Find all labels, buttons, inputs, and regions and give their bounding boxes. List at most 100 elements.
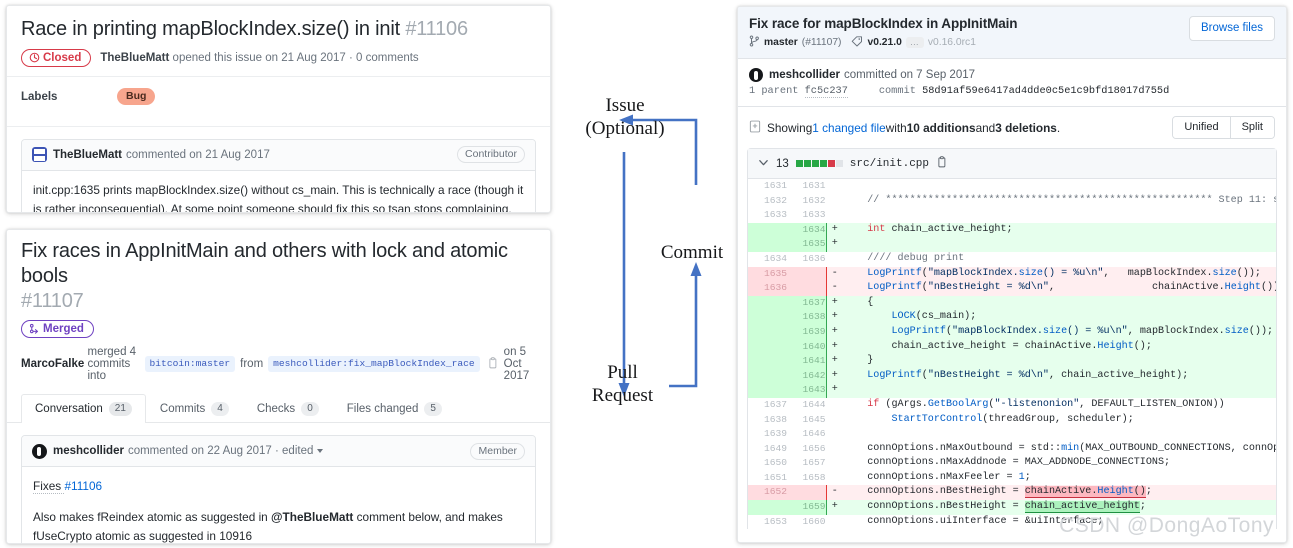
comment-paragraph-2: Also makes fReindex atomic as suggested …	[33, 508, 524, 543]
browse-files-button[interactable]: Browse files	[1189, 16, 1275, 41]
tab-checks[interactable]: Checks 0	[243, 394, 333, 423]
diff-sign	[826, 413, 843, 428]
commit-sha[interactable]: 58d91af59e6417ad4dde0c5e1c9bfd18017d755d	[922, 85, 1170, 97]
tag-primary[interactable]: v0.21.0	[867, 37, 902, 48]
diff-code: if (gArgs.GetBoolArg("-listenonion", DEF…	[867, 398, 1225, 410]
pr-number: #11107	[21, 290, 84, 312]
line-number-old: 1651	[748, 470, 787, 486]
line-number-new: 1633	[787, 208, 826, 223]
line-number-new: 1631	[787, 179, 826, 194]
line-number-old	[748, 295, 787, 311]
line-number-new: 1659	[787, 500, 827, 515]
tab-commits[interactable]: Commits 4	[146, 394, 243, 423]
diff-code	[843, 208, 1276, 223]
role-badge: Contributor	[457, 146, 525, 163]
tab-count: 5	[424, 402, 442, 416]
diff-summary-row: Showing 1 changed file with 10 additions…	[738, 107, 1286, 148]
diff-line-del: 1652- connOptions.nBestHeight = chainAct…	[748, 485, 1276, 501]
issue-link[interactable]: #11106	[64, 479, 103, 493]
line-number-old: 1637	[748, 397, 787, 413]
line-number-new: 1640	[787, 339, 827, 355]
tag-more-button[interactable]: …	[905, 37, 924, 48]
view-split-button[interactable]: Split	[1229, 117, 1274, 138]
diff-sign	[826, 442, 843, 457]
diff-sign	[826, 427, 843, 442]
file-diff-icon	[749, 120, 761, 136]
pr-merge-line: MarcoFalke merged 4 commits into bitcoin…	[21, 346, 536, 382]
pr-state-row: Merged	[21, 320, 536, 339]
diff-sign: -	[826, 266, 843, 282]
line-number-new	[787, 281, 827, 296]
mention-link[interactable]: @TheBlueMatt	[271, 510, 354, 524]
commit-branch[interactable]: master	[764, 37, 798, 48]
comment-paragraph-1: Fixes #11106	[33, 477, 524, 496]
line-number-new: 1638	[787, 310, 827, 325]
changed-file-link[interactable]: 1 changed file	[812, 120, 886, 135]
line-number-old	[748, 222, 787, 238]
issue-panel: Race in printing mapBlockIndex.size() in…	[6, 5, 551, 213]
diff-code: chain_active_height = chainActive.Height…	[843, 339, 1276, 355]
pr-state-badge: Merged	[21, 320, 94, 338]
tab-conversation[interactable]: Conversation 21	[21, 394, 146, 423]
line-number-new: 1646	[787, 427, 826, 442]
view-unified-button[interactable]: Unified	[1173, 117, 1230, 138]
issue-title: Race in printing mapBlockIndex.size() in…	[21, 16, 536, 42]
flow-diagram: Issue (Optional) Commit Pull Request	[556, 0, 732, 548]
line-number-old: 1632	[748, 193, 787, 209]
diff-sign	[826, 179, 843, 194]
diff-line-add: 1659+ connOptions.nBestHeight = chain_ac…	[748, 500, 1276, 515]
line-number-new: 1657	[787, 456, 826, 471]
label-chip-bug[interactable]: Bug	[117, 88, 156, 105]
issue-closed-icon	[29, 52, 40, 63]
diff-code: connOptions.nBestHeight = chain_active_h…	[843, 500, 1276, 515]
diff-code: LogPrintf("mapBlockIndex.size() = %u\n",…	[843, 324, 1276, 340]
chevron-down-icon[interactable]	[758, 157, 769, 171]
diagram-issue-line2: (Optional)	[585, 118, 665, 139]
comment-author[interactable]: TheBlueMatt	[53, 148, 122, 161]
issue-comment-header: TheBlueMatt commented on 21 Aug 2017 Con…	[22, 139, 535, 171]
chevron-down-icon[interactable]	[317, 449, 324, 453]
diff-sign	[826, 208, 843, 223]
diff-code: {	[843, 295, 1276, 311]
pr-comment-header: meshcollider commented on 22 Aug 2017 · …	[22, 436, 535, 467]
diff-code: connOptions.uiInterface = &uiInterface;	[843, 515, 1104, 527]
diff-sign	[826, 194, 843, 209]
line-number-new	[787, 266, 827, 282]
base-branch-chip[interactable]: bitcoin:master	[144, 356, 236, 372]
issue-comment: TheBlueMatt commented on 21 Aug 2017 Con…	[21, 138, 536, 212]
parent-sha[interactable]: fc5c237	[804, 85, 848, 98]
pr-merge-date: on 5 Oct 2017	[503, 346, 530, 382]
tag-secondary[interactable]: v0.16.0rc1	[927, 37, 976, 48]
tab-files-changed[interactable]: Files changed 5	[333, 394, 456, 423]
diff-sign	[826, 515, 843, 530]
commit-date-text: committed on 7 Sep 2017	[843, 69, 976, 81]
line-number-new	[787, 485, 827, 501]
issue-title-text: Race in printing mapBlockIndex.size() in…	[21, 18, 400, 40]
line-number-new: 1632	[787, 193, 826, 209]
file-name[interactable]: src/init.cpp	[849, 157, 930, 170]
line-number-old	[748, 383, 787, 398]
pr-merger[interactable]: MarcoFalke	[21, 358, 85, 370]
issue-state-badge: Closed	[21, 49, 92, 67]
line-number-old: 1631	[748, 179, 787, 194]
commit-pr-ref[interactable]: (#11107)	[801, 37, 842, 48]
diff-line-add: 1635+	[748, 237, 1276, 252]
diff-sign	[826, 456, 843, 471]
line-number-new: 1635	[787, 237, 827, 252]
copy-path-icon[interactable]	[936, 156, 947, 171]
copy-icon[interactable]	[487, 356, 498, 372]
comment-author[interactable]: meshcollider	[53, 445, 124, 457]
diagram-pr-line2: Request	[591, 385, 654, 406]
head-branch-chip[interactable]: meshcollider:fix_mapBlockIndex_race	[268, 356, 480, 372]
commit-author[interactable]: meshcollider	[769, 69, 840, 81]
diff-line-add: 1639+ LogPrintf("mapBlockIndex.size() = …	[748, 324, 1276, 340]
diff-code: LogPrintf("mapBlockIndex.size() = %u\n",…	[843, 266, 1276, 282]
diff-sign: +	[826, 324, 843, 340]
issue-author[interactable]: TheBlueMatt	[100, 51, 170, 64]
line-number-new: 1658	[787, 470, 826, 486]
line-number-old: 1650	[748, 456, 787, 471]
